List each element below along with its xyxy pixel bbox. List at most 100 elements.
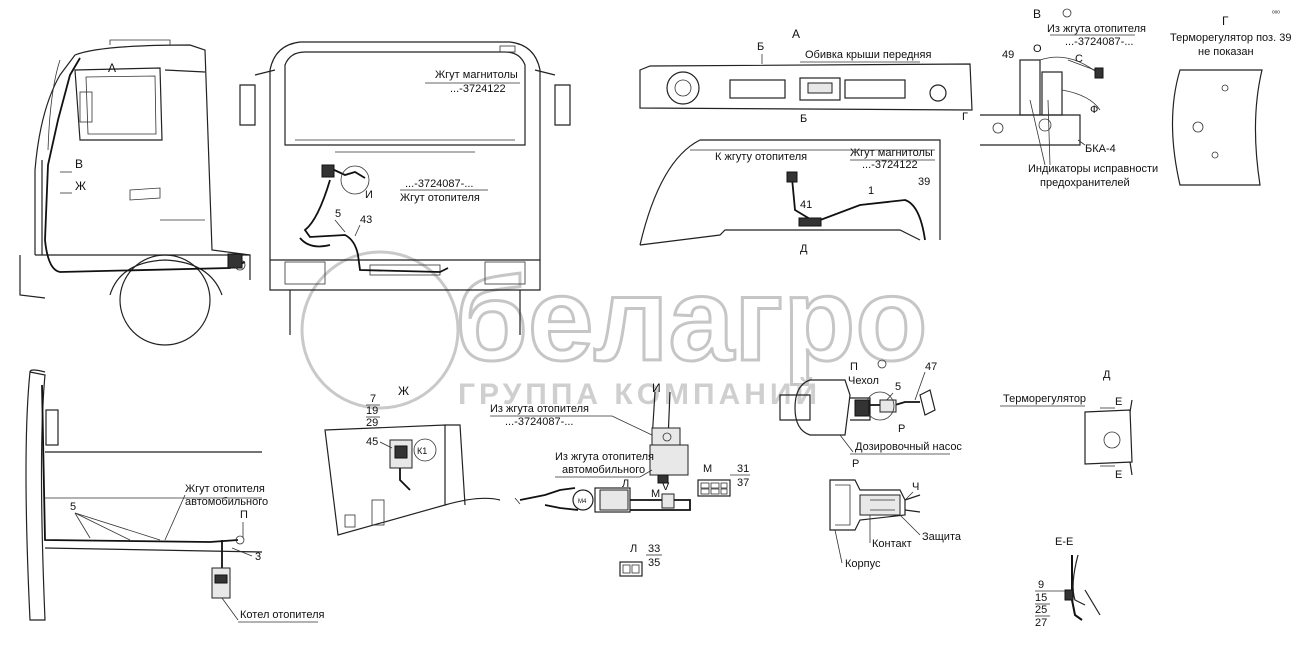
label-pos33: 33 [648, 543, 660, 555]
label-from-heater-i2-2: автомобильного [562, 464, 645, 476]
label-p-bottom: П [240, 509, 248, 521]
watermark: белагро ГРУППА КОМПАНИЙ [300, 250, 929, 411]
label-pos37: 37 [737, 477, 749, 489]
label-pos5-bottom: 5 [70, 501, 76, 513]
label-heater-harness-num: ...-3724087-... [405, 178, 474, 190]
page-number-icon: ᵒᵒᵒ [1272, 10, 1280, 17]
label-heater-num-v: ...-3724087-... [1065, 36, 1134, 48]
label-pos49: 49 [1002, 49, 1014, 61]
label-radio-harness: Жгут магнитолы [435, 69, 518, 81]
label-bka: БКА-4 [1085, 143, 1116, 155]
label-pos25: 25 [1035, 604, 1047, 616]
label-fuse-ind-1: Индикаторы исправности [1028, 163, 1158, 175]
label-radio-harness-num-2: ...-3724122 [862, 159, 918, 171]
label-pos3: 3 [255, 551, 261, 563]
label-o-mark: О [1033, 43, 1042, 55]
label-pos39: 39 [918, 176, 930, 188]
label-roof-trim: Обивка крыши передняя [805, 49, 931, 61]
view-g: Г Терморегулятор поз. 39 не показан ᵒᵒᵒ [1170, 10, 1291, 186]
label-thermo-note-1: Терморегулятор поз. 39 [1170, 32, 1291, 44]
label-f-mark: Ф [1090, 104, 1098, 116]
label-thermoregulator: Терморегулятор [1003, 393, 1086, 405]
watermark-brand: белагро [455, 254, 927, 386]
label-pos31: 31 [737, 463, 749, 475]
label-heater-harness: Жгут отопителя [400, 192, 480, 204]
label-protection: Защита [922, 531, 962, 543]
label-view-zh: Ж [398, 384, 409, 398]
view-p-dosing-pump: П Чехол 5 47 Р Дозировочный насос [779, 359, 962, 455]
label-b-mid: Б [800, 113, 807, 125]
section-b-roof: К жгуту отопителя Жгут магнитолы ...-372… [639, 139, 941, 255]
label-pos19: 19 [366, 405, 378, 417]
label-r-mark: Р [898, 423, 905, 435]
label-pos41: 41 [800, 199, 812, 211]
label-l-view: Л [630, 543, 637, 555]
section-r-connector: Р Ч Защита Контакт Корпус [829, 458, 962, 570]
label-s-mark: С [1075, 53, 1083, 65]
label-radio-harness-2: Жгут магнитолы [850, 147, 933, 159]
label-body-housing: Корпус [845, 558, 881, 570]
watermark-ring [300, 250, 460, 410]
label-l-i: Л [622, 478, 629, 490]
cab-front-view: Жгут магнитолы ...-3724122 ...-3724087-.… [239, 41, 571, 335]
view-d-thermoregulator: Д Терморегулятор Е Е [1000, 369, 1133, 481]
label-k1: К1 [417, 446, 427, 456]
cab-side-view: А В Ж [19, 39, 251, 346]
label-pos7: 7 [370, 393, 376, 405]
connector-icon: M4 [578, 499, 587, 505]
label-from-heater-i: Из жгута отопителя [490, 403, 589, 415]
view-zh: Ж 7 19 29 К1 45 [324, 384, 501, 536]
frame-bottom-view: Жгут отопителя автомобильного 5 П 3 Коте… [25, 369, 325, 623]
connector-m-view: М 31 37 [697, 463, 750, 497]
label-radio-harness-num: ...-3724122 [450, 83, 506, 95]
label-from-heater-i2-1: Из жгута отопителя [555, 451, 654, 463]
view-i: И Из жгута отопителя ...-3724087-... Из … [490, 381, 691, 513]
label-contact: Контакт [872, 538, 912, 550]
label-view-v: В [1033, 7, 1041, 21]
view-a-roof-trim: А Б Обивка крыши передняя Б Г [639, 27, 973, 125]
label-pos9: 9 [1038, 579, 1044, 591]
label-heater-auto-2: автомобильного [185, 496, 268, 508]
label-pos47: 47 [925, 361, 937, 373]
label-pos5-pump: 5 [895, 381, 901, 393]
label-view-a: А [792, 27, 800, 41]
label-d-mark: Д [800, 243, 808, 255]
label-fuse-ind-2: предохранителей [1040, 177, 1130, 189]
label-view-i: И [652, 381, 661, 395]
label-d-view: Д [1103, 369, 1111, 381]
label-p-view: П [850, 361, 858, 373]
label-view-g: Г [1222, 14, 1229, 28]
label-v-i: V [662, 481, 670, 493]
label-pos43: 43 [360, 214, 372, 226]
label-r-view: Р [852, 458, 859, 470]
view-v: В Из жгута отопителя ...-3724087-... 49 … [980, 7, 1158, 189]
label-e-2: Е [1115, 469, 1122, 481]
label-m-i: М [651, 488, 660, 500]
label-pos35: 35 [648, 557, 660, 569]
label-i-front: И [365, 189, 373, 201]
label-e-view: Е-Е [1055, 536, 1073, 548]
label-heater-num-i: ...-3724087-... [505, 416, 574, 428]
label-pos15: 15 [1035, 592, 1047, 604]
label-cover: Чехол [848, 375, 879, 387]
label-g-a: Г [962, 111, 968, 123]
watermark-subtitle: ГРУППА КОМПАНИЙ [458, 377, 821, 411]
label-a-side: А [108, 61, 116, 75]
label-heater-auto-1: Жгут отопителя [185, 483, 265, 495]
label-thermo-note-2: не показан [1198, 46, 1254, 58]
label-boiler: Котел отопителя [240, 609, 325, 621]
label-pos1: 1 [868, 185, 874, 197]
label-pos5-front: 5 [335, 208, 341, 220]
label-to-heater-harness: К жгуту отопителя [715, 151, 807, 163]
label-pos29: 29 [366, 417, 378, 429]
label-b-top: Б [757, 41, 764, 53]
label-ch-mark: Ч [912, 481, 919, 493]
label-pos45: 45 [366, 436, 378, 448]
label-zh-side: Ж [75, 179, 86, 193]
label-e-1: Е [1115, 396, 1122, 408]
label-m-view: М [703, 463, 712, 475]
label-pos27: 27 [1035, 617, 1047, 629]
label-from-heater-v: Из жгута отопителя [1047, 23, 1146, 35]
section-e-e: Е-Е 9 15 25 27 [1035, 536, 1101, 629]
